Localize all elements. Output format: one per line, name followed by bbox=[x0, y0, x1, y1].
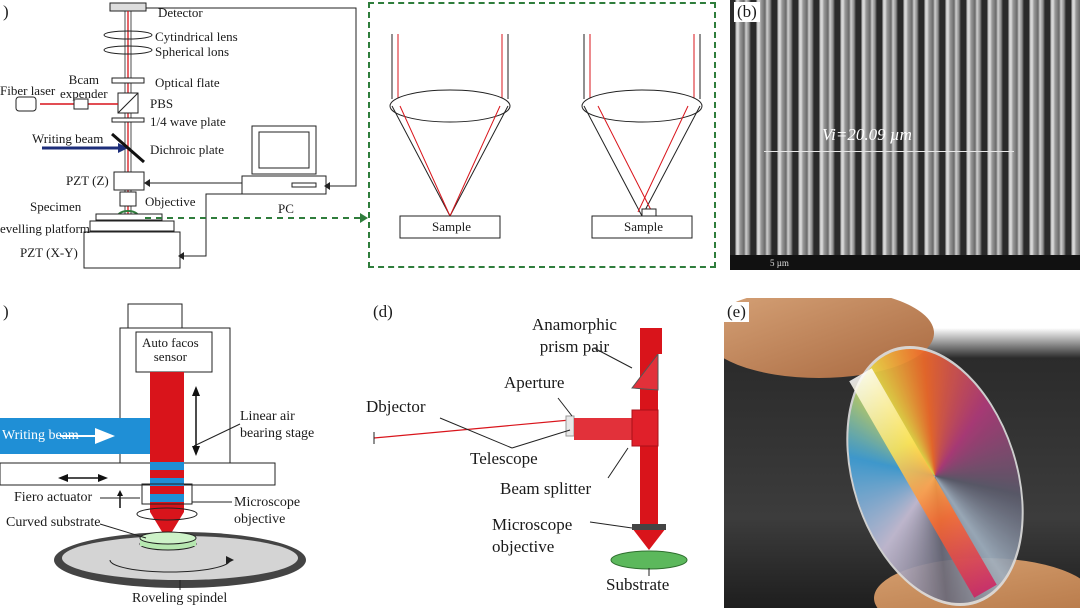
pzt-xy-stage bbox=[83, 231, 181, 269]
label-auto-focus-sensor: Auto facos sensor bbox=[142, 335, 199, 364]
label-fiero-actuator: Fiero actuator bbox=[14, 490, 93, 505]
specimen-plate bbox=[95, 213, 163, 221]
panel-b-sem-image: Vi=20.09 µm 5 µm (b) bbox=[730, 0, 1080, 270]
panel-c: ) Auto facos sensor Writing beam Linear … bbox=[0, 298, 360, 608]
label-wave-plate: 1/4 wave plate bbox=[150, 114, 226, 129]
spherical-lens bbox=[103, 45, 153, 55]
panel-c-tag: ) bbox=[0, 302, 12, 322]
label-pbs: PBS bbox=[150, 96, 174, 111]
beam-expander bbox=[73, 98, 89, 110]
panel-a-schematic bbox=[15, 2, 368, 269]
label-beam-expander: Bcam expender bbox=[60, 72, 108, 101]
panel-b-tag: (b) bbox=[734, 2, 760, 22]
panel-c-schematic bbox=[0, 303, 306, 590]
sem-grating-lines bbox=[730, 0, 1080, 255]
panel-d: (d) Anamorphic prism pair Aperture Dbjec… bbox=[362, 298, 717, 608]
quarter-wave-plate bbox=[111, 117, 145, 123]
label-beam-splitter: Beam splitter bbox=[500, 479, 592, 498]
label-dichroic-plate: Dichroic plate bbox=[150, 142, 224, 157]
left-sample-block bbox=[399, 215, 501, 239]
label-microscope-objective-c: Microscope objective bbox=[234, 495, 301, 527]
label-sample-left: Sample bbox=[432, 219, 471, 234]
sem-scale-bar-label: 5 µm bbox=[770, 258, 789, 268]
pc-to-stage-line bbox=[180, 193, 248, 257]
dichroic-plate bbox=[111, 132, 145, 164]
label-writing-beam: Writing beam bbox=[32, 131, 104, 146]
substrate-disk bbox=[610, 550, 688, 570]
spindle-disk-inner bbox=[62, 536, 298, 580]
panel-e-tag: (e) bbox=[724, 302, 749, 322]
sem-measure-line bbox=[764, 151, 1014, 152]
label-specimen: Specimen bbox=[30, 199, 82, 214]
objective-focus-cone bbox=[632, 528, 666, 550]
label-dbjector: Dbjector bbox=[366, 397, 426, 416]
aperture-block bbox=[565, 415, 575, 437]
optical-flate bbox=[111, 77, 145, 84]
panel-a: ) Detector Cytindrical lens Spherical lo… bbox=[0, 0, 370, 285]
label-anamorphic-prism-pair: Anamorphic prism pair bbox=[532, 315, 617, 356]
label-aperture: Aperture bbox=[504, 373, 565, 392]
label-fiber-laser: Fiber laser bbox=[0, 83, 56, 98]
label-roveling-spindel: Roveling spindel bbox=[132, 591, 228, 606]
focus-detail-schematic bbox=[389, 34, 703, 239]
fiber-laser-body bbox=[15, 96, 37, 112]
label-pzt-z: PZT (Z) bbox=[66, 173, 109, 188]
sem-measurement-label: Vi=20.09 µm bbox=[822, 125, 912, 144]
left-lens bbox=[389, 89, 511, 123]
label-writing-beam-c: Writing beam bbox=[2, 428, 79, 443]
panel-e-photo: (e) bbox=[724, 298, 1080, 608]
focus-detail-box: Sample Sample bbox=[368, 2, 716, 268]
laser-column bbox=[150, 372, 184, 512]
label-substrate: Substrate bbox=[606, 575, 670, 594]
label-detector: Detector bbox=[158, 5, 203, 20]
label-objective: Objective bbox=[145, 194, 196, 209]
label-pc: PC bbox=[278, 201, 294, 216]
label-spherical-lens: Spherical lons bbox=[155, 44, 230, 59]
levelling-platform bbox=[89, 220, 175, 232]
objective-body bbox=[119, 191, 137, 207]
label-telescope: Telescope bbox=[470, 449, 538, 468]
linear-rail bbox=[0, 462, 276, 486]
detector-block bbox=[109, 2, 147, 12]
sem-info-bar bbox=[730, 255, 1080, 270]
auto-focus-sensor-box bbox=[135, 331, 213, 373]
focus-cone bbox=[150, 512, 184, 540]
panel-d-schematic bbox=[373, 328, 688, 576]
detector-to-pc-line bbox=[146, 7, 357, 187]
label-optical-flate: Optical flate bbox=[155, 75, 220, 90]
pzt-z-block bbox=[113, 171, 145, 191]
label-curved-substrate: Curved substrate bbox=[6, 515, 101, 530]
label-levelling-platform: evelling platform bbox=[0, 221, 90, 236]
label-pzt-xy: PZT (X-Y) bbox=[20, 245, 78, 260]
panel-d-tag: (d) bbox=[370, 302, 396, 322]
wide-beam-horizontal bbox=[574, 418, 640, 440]
label-linear-air-bearing-stage: Linear air bearing stage bbox=[240, 409, 315, 441]
label-cylindrical-lens: Cytindrical lens bbox=[155, 29, 238, 44]
label-sample-right: Sample bbox=[624, 219, 663, 234]
rotation-arrow bbox=[109, 559, 231, 573]
cylindrical-lens bbox=[103, 30, 153, 40]
thin-beam bbox=[373, 419, 571, 439]
label-microscope-objective-d: Microscope objective bbox=[492, 515, 573, 556]
panel-a-tag: ) bbox=[0, 2, 12, 22]
right-lens bbox=[581, 89, 703, 123]
